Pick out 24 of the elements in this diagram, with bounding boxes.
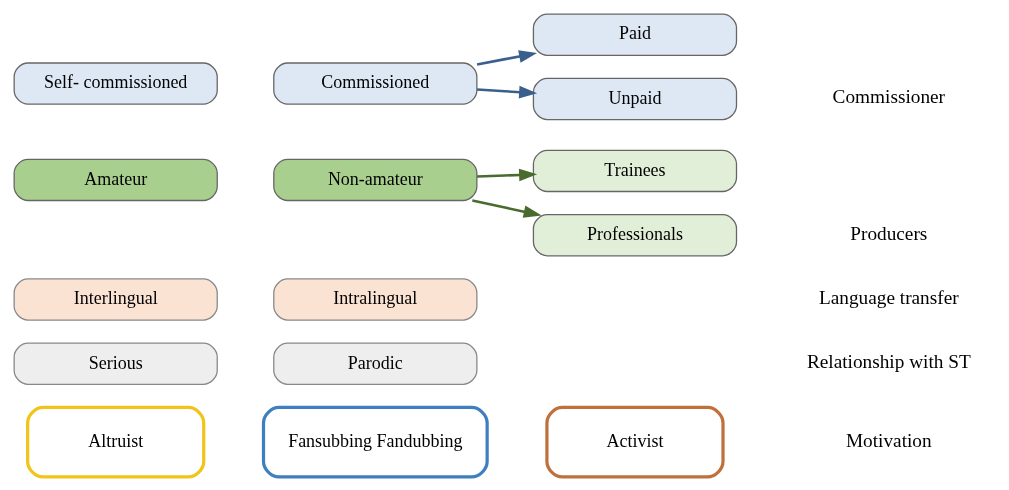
label: Commissioner — [832, 85, 946, 107]
node-box: Self- commissioned — [13, 61, 218, 105]
node-box: Non-amateur — [273, 158, 478, 201]
arrow — [477, 85, 538, 98]
node-box: Interlingual — [13, 277, 218, 321]
node-box: Paid — [532, 13, 738, 56]
node-box: Intralingual — [273, 277, 478, 321]
node-box: Amateur — [13, 158, 218, 201]
node-box: Serious — [13, 342, 218, 385]
node-box: Professionals — [532, 213, 738, 256]
arrow — [472, 198, 542, 218]
node-box: Commissioned — [273, 61, 478, 105]
arrow — [477, 168, 538, 181]
node-box: Trainees — [532, 149, 738, 192]
arrow — [476, 49, 538, 66]
node-box: Activist — [545, 405, 725, 478]
label: Motivation — [846, 429, 932, 451]
label: Producers — [850, 222, 928, 244]
node-box: Altruist — [26, 405, 206, 478]
node-box: Unpaid — [532, 77, 738, 120]
label: Language transfer — [819, 286, 959, 308]
label: Relationship with ST — [806, 350, 971, 372]
node-box: Parodic — [273, 342, 478, 385]
node-box: Fansubbing Fandubbing — [261, 405, 489, 478]
